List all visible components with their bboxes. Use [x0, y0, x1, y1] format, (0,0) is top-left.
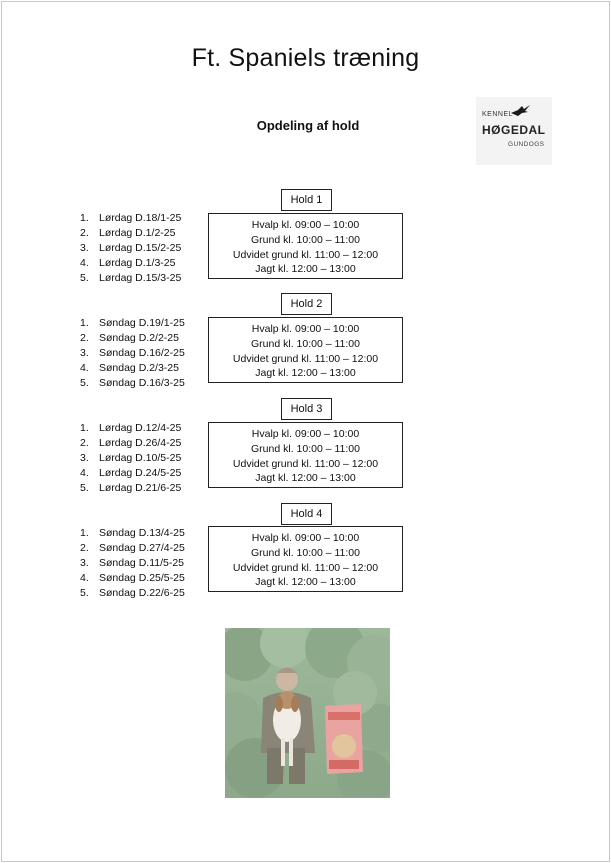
list-item: 5.Lørdag D.15/3-25: [80, 272, 182, 284]
time-slot: Hvalp kl. 09:00 – 10:00: [251, 532, 360, 544]
times-box: Hvalp kl. 09:00 – 10:00 Grund kl. 10:00 …: [208, 317, 403, 383]
dates-list: 1.Lørdag D.12/4-25 2.Lørdag D.26/4-25 3.…: [74, 421, 181, 496]
time-slot: Grund kl. 10:00 – 11:00: [251, 546, 360, 559]
hold-label: Hold 2: [281, 293, 332, 315]
list-item: 2.Lørdag D.26/4-25: [80, 437, 182, 449]
list-item: 3.Søndag D.16/2-25: [80, 347, 185, 359]
list-item: 3.Lørdag D.10/5-25: [80, 452, 182, 464]
trainer-with-dog-photo: [225, 628, 390, 798]
list-item: 2.Lørdag D.1/2-25: [80, 227, 176, 239]
list-item: 5.Lørdag D.21/6-25: [80, 482, 182, 494]
kennel-logo: KENNEL HØGEDAL GUNDOGS: [476, 97, 552, 165]
logo-kennel-text: KENNEL: [482, 111, 514, 118]
times-box: Hvalp kl. 09:00 – 10:00 Grund kl. 10:00 …: [208, 213, 403, 279]
time-slot: Hvalp kl. 09:00 – 10:00: [251, 219, 360, 231]
time-slot: Jagt kl. 12:00 – 13:00: [255, 367, 356, 380]
list-item: 5.Søndag D.16/3-25: [80, 377, 185, 389]
hold-label: Hold 3: [281, 398, 332, 420]
page-title: Ft. Spaniels træning: [191, 44, 420, 72]
time-slot: Udvidet grund kl. 11:00 – 12:00: [232, 457, 379, 470]
times-box: Hvalp kl. 09:00 – 10:00 Grund kl. 10:00 …: [208, 422, 403, 488]
time-slot: Udvidet grund kl. 11:00 – 12:00: [232, 248, 379, 261]
logo-gundogs-text: GUNDOGS: [508, 141, 545, 148]
time-slot: Jagt kl. 12:00 – 13:00: [255, 576, 356, 589]
hold-label: Hold 4: [281, 503, 332, 525]
dates-list: 1.Søndag D.19/1-25 2.Søndag D.2/2-25 3.S…: [74, 316, 185, 391]
bird-logo-icon: [511, 105, 530, 116]
list-item: 1.Søndag D.13/4-25: [80, 527, 185, 539]
times-box: Hvalp kl. 09:00 – 10:00 Grund kl. 10:00 …: [208, 526, 403, 592]
time-slot: Grund kl. 10:00 – 11:00: [251, 337, 360, 350]
logo-name-text: HØGEDAL: [482, 123, 546, 137]
time-slot: Jagt kl. 12:00 – 13:00: [255, 472, 356, 485]
time-slot: Hvalp kl. 09:00 – 10:00: [251, 428, 360, 440]
dates-list: 1.Søndag D.13/4-25 2.Søndag D.27/4-25 3.…: [74, 526, 185, 601]
list-item: 4.Lørdag D.24/5-25: [80, 467, 182, 479]
time-slot: Grund kl. 10:00 – 11:00: [251, 233, 360, 246]
time-slot: Udvidet grund kl. 11:00 – 12:00: [232, 352, 379, 365]
time-slot: Hvalp kl. 09:00 – 10:00: [251, 323, 360, 335]
list-item: 2.Søndag D.27/4-25: [80, 542, 185, 554]
dates-list: 1.Lørdag D.18/1-25 2.Lørdag D.1/2-25 3.L…: [74, 211, 181, 286]
time-slot: Udvidet grund kl. 11:00 – 12:00: [232, 561, 379, 574]
page-subtitle: Opdeling af hold: [256, 118, 360, 133]
list-item: 3.Lørdag D.15/2-25: [80, 242, 182, 254]
list-item: 5.Søndag D.22/6-25: [80, 587, 185, 599]
list-item: 1.Lørdag D.12/4-25: [80, 422, 182, 434]
list-item: 3.Søndag D.11/5-25: [80, 557, 185, 569]
list-item: 2.Søndag D.2/2-25: [80, 332, 179, 344]
time-slot: Grund kl. 10:00 – 11:00: [251, 442, 360, 455]
list-item: 4.Søndag D.25/5-25: [80, 572, 185, 584]
photo-illustration: [225, 628, 390, 798]
time-slot: Jagt kl. 12:00 – 13:00: [255, 263, 356, 276]
list-item: 4.Søndag D.2/3-25: [80, 362, 179, 374]
hold-label: Hold 1: [281, 189, 332, 211]
list-item: 1.Søndag D.19/1-25: [80, 317, 185, 329]
list-item: 1.Lørdag D.18/1-25: [80, 212, 182, 224]
list-item: 4.Lørdag D.1/3-25: [80, 257, 176, 269]
